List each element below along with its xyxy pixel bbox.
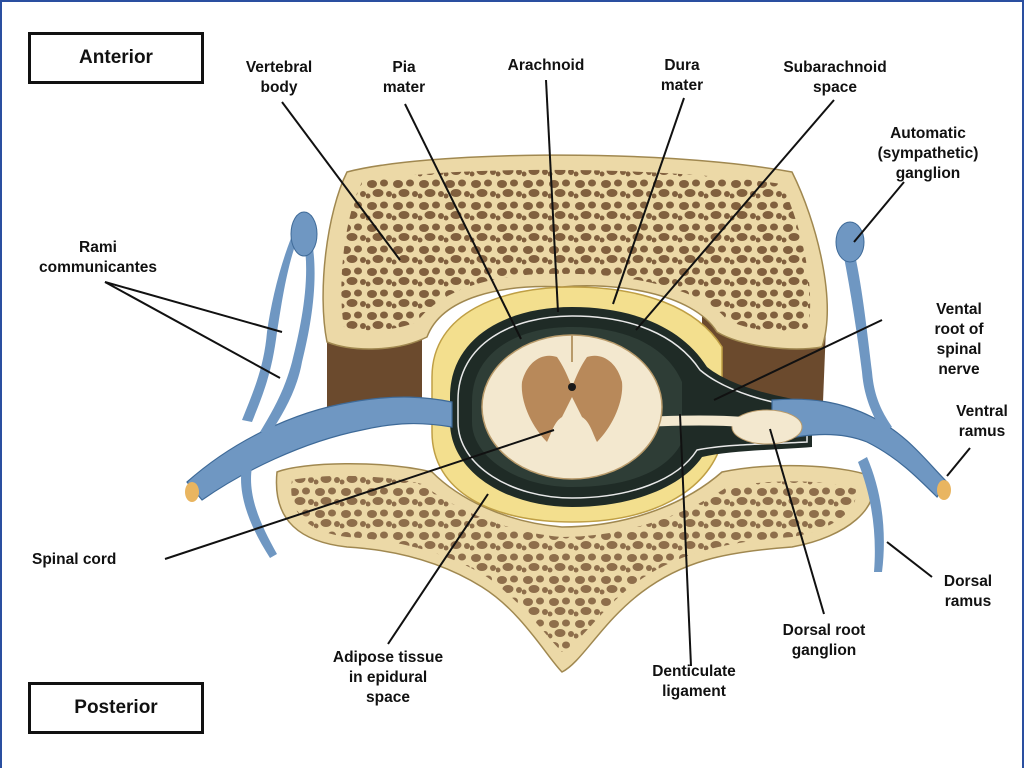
sympathetic-ganglion-label: Automatic (sympathetic) ganglion bbox=[877, 125, 979, 182]
vertebral-body-label: Vertebral body bbox=[245, 59, 313, 96]
right-dorsal-ramus bbox=[858, 457, 884, 572]
spinal-cord-label: Spinal cord bbox=[32, 551, 117, 568]
left-nerve-cut-end bbox=[185, 482, 199, 502]
vertebral-arch-pores bbox=[291, 475, 857, 652]
left-rami-communicantes bbox=[242, 224, 302, 422]
pia-mater-label: Pia mater bbox=[382, 59, 426, 96]
dorsal-root-ganglion-label: Dorsal root ganglion bbox=[782, 622, 866, 659]
left-spinal-nerve bbox=[186, 396, 453, 501]
arachnoid-label: Arachnoid bbox=[507, 57, 585, 74]
subarachnoid-space-label: Subarachnoid space bbox=[783, 59, 887, 96]
dura-mater-label: Dura mater bbox=[660, 57, 704, 94]
dorsal-ramus-label: Dorsal ramus bbox=[943, 573, 993, 610]
ventral-ramus-label: Ventral ramus bbox=[956, 403, 1008, 440]
central-canal bbox=[568, 383, 576, 391]
left-dorsal-ramus bbox=[241, 467, 277, 558]
denticulate-ligament-label: Denticulate ligament bbox=[652, 663, 736, 700]
adipose-tissue-label: Adipose tissue in epidural space bbox=[332, 649, 444, 706]
gray-matter bbox=[521, 355, 623, 442]
anterior-label: Anterior bbox=[79, 47, 153, 68]
right-rami-communicantes bbox=[842, 242, 892, 432]
ventral-root-label: Vental root of spinal nerve bbox=[934, 301, 984, 378]
leader-lines bbox=[104, 79, 971, 667]
posterior-label: Posterior bbox=[74, 697, 158, 718]
dorsal-root-ganglion bbox=[731, 409, 803, 445]
left-sympathetic-ganglion bbox=[290, 211, 318, 257]
right-sympathetic-ganglion bbox=[835, 221, 865, 263]
anterior-label-box: Anterior bbox=[28, 32, 204, 84]
posterior-label-box: Posterior bbox=[28, 682, 204, 734]
rami-communicantes-label: Rami communicantes bbox=[38, 239, 158, 276]
right-nerve-cut-end bbox=[937, 480, 951, 500]
